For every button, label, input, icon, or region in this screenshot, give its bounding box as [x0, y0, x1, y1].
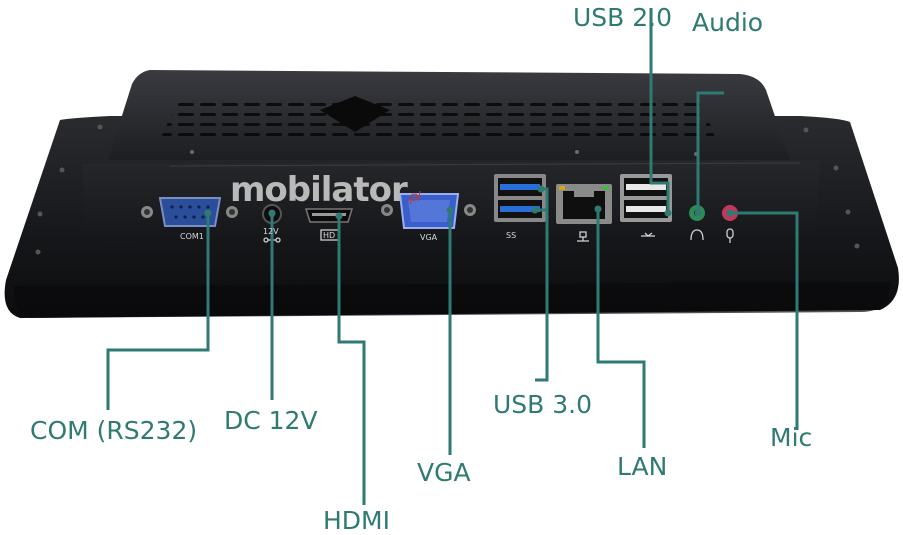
dc-callout: DC 12V	[224, 406, 318, 435]
network-icon	[577, 231, 589, 242]
usb3-port-label: SS	[506, 231, 517, 240]
vent-diamond	[320, 96, 390, 132]
com-port-label: COM1	[180, 232, 204, 241]
bezel-screws	[35, 124, 860, 255]
brand-suffix: .pl	[406, 190, 421, 205]
vent-grille	[160, 96, 716, 140]
usb2-ports	[620, 174, 672, 222]
brand-name: mobilator	[230, 170, 408, 210]
mic-callout: Mic	[770, 423, 813, 452]
com-callout: COM (RS232)	[30, 416, 198, 445]
hdmi-port-label: HD	[323, 231, 336, 240]
com-port	[141, 197, 238, 227]
lan-callout: LAN	[617, 452, 668, 481]
audio-callout: Audio	[692, 8, 764, 37]
microphone-icon	[726, 228, 734, 243]
usb30-callout: USB 3.0	[493, 390, 593, 419]
headphones-icon	[690, 229, 704, 241]
lan-port	[556, 184, 612, 224]
hdmi-port	[304, 208, 354, 223]
hdmi-callout: HDMI	[323, 506, 390, 535]
vga-callout: VGA	[417, 458, 471, 487]
usb-icon	[641, 232, 655, 237]
dc-port-label: 12V	[263, 227, 279, 236]
usb20-callout: USB 2.0	[573, 3, 673, 32]
brand-logo: mobilator.pl	[230, 170, 421, 210]
vga-port	[381, 193, 476, 229]
usb3-ports	[494, 174, 546, 222]
vga-port-label: VGA	[420, 233, 438, 242]
